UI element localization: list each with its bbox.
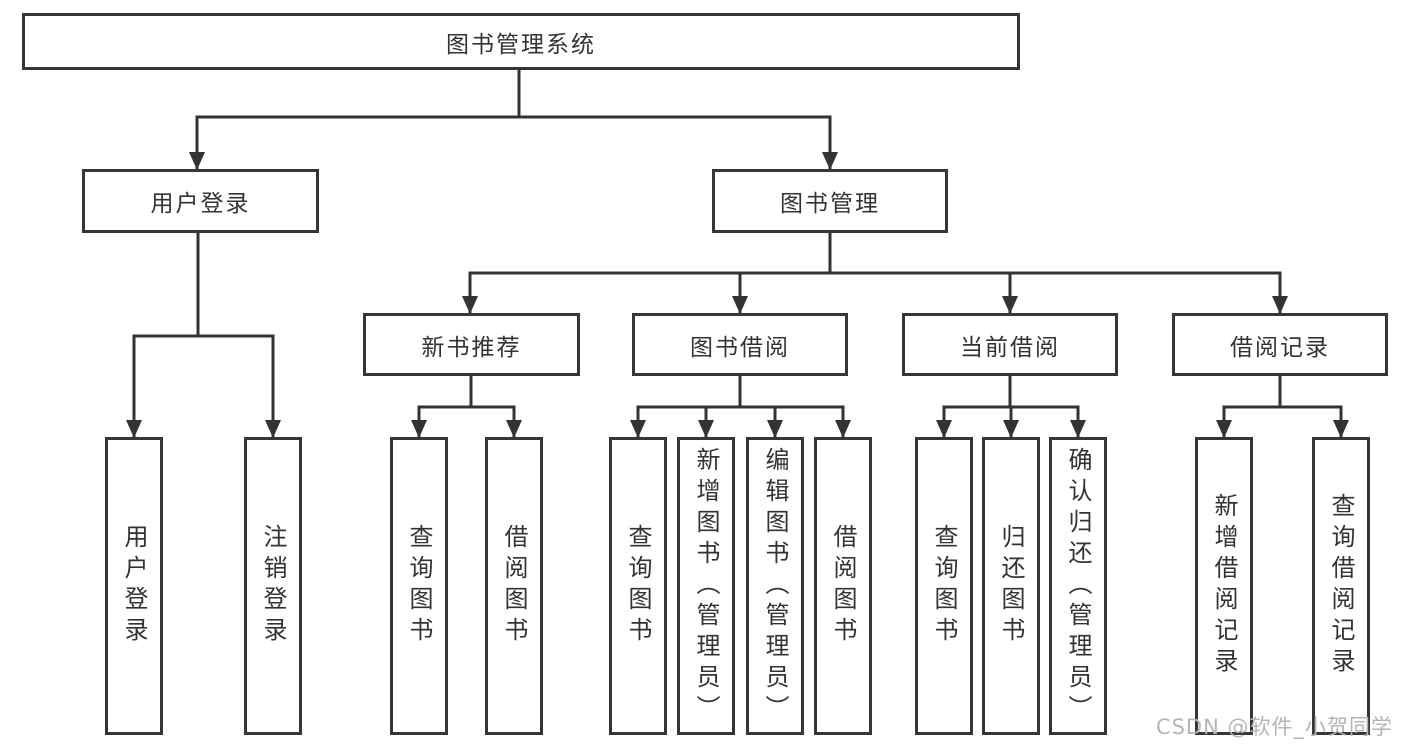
leaf-current-confirm-return-admin: 确认归还（管理员） [1049, 437, 1107, 735]
node-book-borrow: 图书借阅 [632, 313, 848, 376]
leaf-current-return-books: 归还图书 [982, 437, 1040, 735]
leaf-records-add-borrow-record: 新增借阅记录 [1195, 437, 1253, 735]
leaf-current-query-books: 查询图书 [915, 437, 973, 735]
leaf-recommend-borrow-books: 借阅图书 [485, 437, 543, 735]
node-book-management: 图书管理 [712, 169, 948, 233]
csdn-watermark: CSDN @软件_小贺同学 [1155, 715, 1393, 739]
node-borrow-records: 借阅记录 [1172, 313, 1388, 376]
root-node-library-system: 图书管理系统 [22, 13, 1020, 70]
node-current-borrow: 当前借阅 [902, 313, 1118, 376]
leaf-records-query-borrow-record: 查询借阅记录 [1312, 437, 1370, 735]
leaf-logout: 注销登录 [244, 437, 302, 735]
leaf-recommend-query-books: 查询图书 [390, 437, 448, 735]
leaf-user-login: 用户登录 [105, 437, 163, 735]
leaf-borrow-add-books-admin: 新增图书（管理员） [677, 437, 735, 735]
node-new-book-recommend: 新书推荐 [363, 313, 580, 376]
leaf-borrow-borrow-books: 借阅图书 [814, 437, 872, 735]
node-user-login: 用户登录 [82, 169, 319, 233]
leaf-borrow-edit-books-admin: 编辑图书（管理员） [746, 437, 804, 735]
leaf-borrow-query-books: 查询图书 [609, 437, 667, 735]
